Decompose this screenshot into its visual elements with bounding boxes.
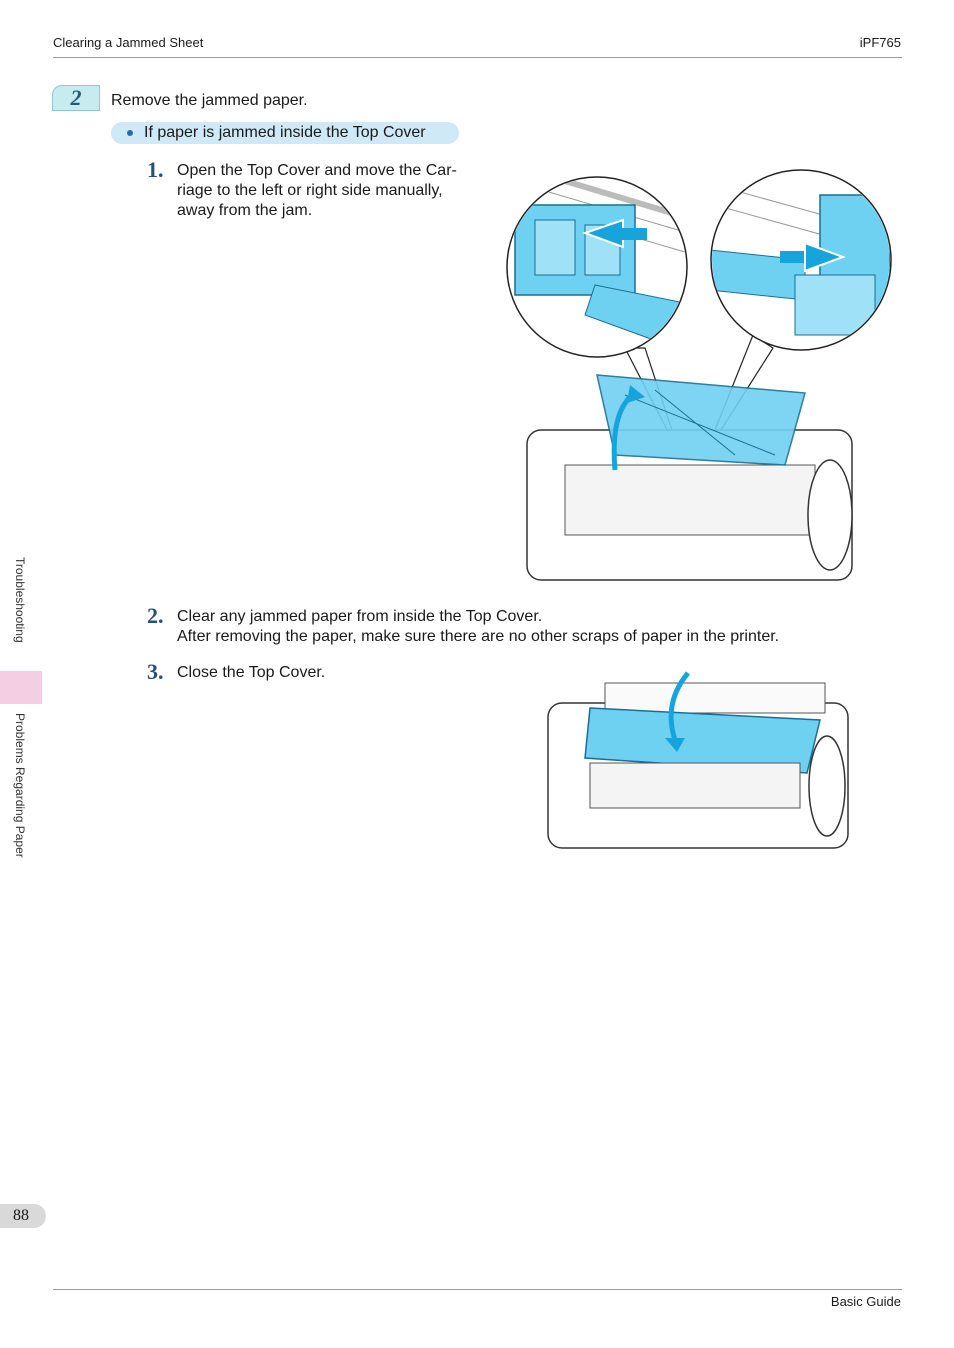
page-number-badge: 88 xyxy=(0,1204,46,1228)
substep-1-line-2: riage to the left or right side manually… xyxy=(177,182,443,199)
page-number: 88 xyxy=(13,1207,29,1224)
header-divider xyxy=(53,57,902,58)
close-top-cover-illustration xyxy=(547,671,849,849)
open-top-cover-illustration xyxy=(506,169,892,581)
condition-text: If paper is jammed inside the Top Cover xyxy=(144,124,426,141)
step-number-badge: 2 xyxy=(52,85,100,111)
substep-3-number: 3. xyxy=(147,659,164,684)
substep-2-number: 2. xyxy=(147,603,164,628)
sidebar-section-label: Problems Regarding Paper xyxy=(13,713,27,858)
bullet-icon xyxy=(127,130,133,136)
footer-guide-name: Basic Guide xyxy=(830,1294,901,1309)
condition-pill: If paper is jammed inside the Top Cover xyxy=(111,122,459,144)
step-instruction: Remove the jammed paper. xyxy=(111,92,308,109)
substep-1-number: 1. xyxy=(147,157,164,182)
substep-1-text: Open the Top Cover and move the Car- ria… xyxy=(177,161,457,221)
sidebar-chapter-label: Troubleshooting xyxy=(13,557,27,643)
header-section-title: Clearing a Jammed Sheet xyxy=(53,35,204,50)
substep-2-line-1: Clear any jammed paper from inside the T… xyxy=(177,608,543,625)
footer-divider xyxy=(53,1289,902,1290)
header-model: iPF765 xyxy=(859,35,901,50)
substep-1-line-1: Open the Top Cover and move the Car- xyxy=(177,162,457,179)
substep-3-text: Close the Top Cover. xyxy=(177,664,326,681)
substep-2-text: Clear any jammed paper from inside the T… xyxy=(177,607,779,647)
substep-2-line-2: After removing the paper, make sure ther… xyxy=(177,628,780,645)
substep-1-line-3: away from the jam. xyxy=(177,202,313,219)
sidebar-section-marker xyxy=(0,671,42,704)
